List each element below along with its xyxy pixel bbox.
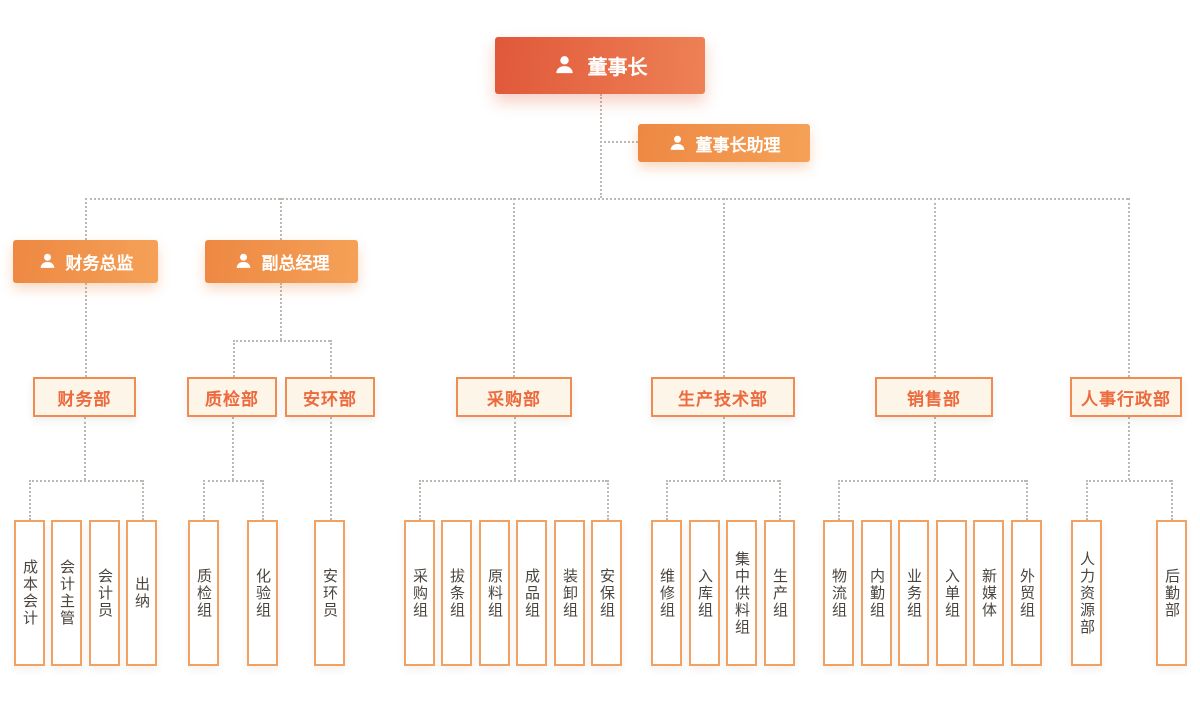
connector-production-teams-rail	[666, 480, 779, 482]
node-dept-finance[interactable]: 财务部	[33, 377, 136, 417]
connector-drop-sales	[934, 198, 936, 377]
node-team-cashier[interactable]: 出纳	[126, 520, 157, 666]
node-team-human-resources[interactable]: 人力资源部	[1071, 520, 1102, 666]
node-team-warehousing[interactable]: 入库组	[689, 520, 720, 666]
connector-sales-team-right	[1026, 480, 1028, 520]
node-team-loading[interactable]: 装卸组	[554, 520, 585, 666]
connector-production-team-right	[779, 480, 781, 520]
node-dept-purchasing[interactable]: 采购部	[456, 377, 572, 417]
connector-drop-quality-dept	[233, 340, 235, 377]
connector-quality-teams-rail	[203, 480, 262, 482]
node-team-central-feeding[interactable]: 集中供料组	[726, 520, 757, 666]
node-team-production[interactable]: 生产组	[764, 520, 795, 666]
connector-hr-team-left	[1086, 480, 1088, 520]
connector-safety-dept-trunk	[330, 417, 332, 520]
node-dept-sales[interactable]: 销售部	[875, 377, 993, 417]
connector-finance-team-right	[142, 480, 144, 520]
node-team-quality-inspection[interactable]: 质检组	[188, 520, 219, 666]
node-finance-director[interactable]: 财务总监	[13, 240, 158, 283]
connector-purchasing-dept-trunk	[514, 417, 516, 480]
connector-quality-team-left	[203, 480, 205, 520]
person-icon	[234, 252, 253, 271]
connector-hr-team-right	[1171, 480, 1173, 520]
connector-chairman-trunk	[600, 94, 602, 198]
connector-drop-finance-director	[85, 198, 87, 240]
connector-drop-purchasing	[513, 198, 515, 377]
connector-drop-deputy-gm	[280, 198, 282, 240]
connector-sales-teams-rail	[838, 480, 1026, 482]
connector-purchasing-teams-rail	[419, 480, 607, 482]
person-icon	[38, 252, 57, 271]
node-team-cost-accounting[interactable]: 成本会计	[14, 520, 45, 666]
connector-quality-team-right	[262, 480, 264, 520]
node-dept-production[interactable]: 生产技术部	[651, 377, 795, 417]
node-team-new-media[interactable]: 新媒体	[973, 520, 1004, 666]
node-team-drawing[interactable]: 拔条组	[441, 520, 472, 666]
node-team-safety-officer[interactable]: 安环员	[314, 520, 345, 666]
node-team-internal-affairs[interactable]: 内勤组	[861, 520, 892, 666]
connector-main-rail	[85, 198, 1128, 200]
node-team-foreign-trade[interactable]: 外贸组	[1011, 520, 1042, 666]
node-team-raw-material[interactable]: 原料组	[479, 520, 510, 666]
node-team-logistics-support[interactable]: 后勤部	[1156, 520, 1187, 666]
connector-finance-teams-rail	[29, 480, 142, 482]
connector-deputy-gm-rail	[233, 340, 330, 342]
node-dept-hr-admin[interactable]: 人事行政部	[1070, 377, 1182, 417]
node-team-business[interactable]: 业务组	[898, 520, 929, 666]
connector-finance-dept-trunk	[84, 417, 86, 480]
connector-hr-teams-rail	[1086, 480, 1171, 482]
node-team-accountant[interactable]: 会计员	[89, 520, 120, 666]
connector-sales-team-left	[838, 480, 840, 520]
node-label: 财务总监	[65, 254, 134, 273]
node-team-order-entry[interactable]: 入单组	[936, 520, 967, 666]
node-team-logistics[interactable]: 物流组	[823, 520, 854, 666]
node-team-lab-testing[interactable]: 化验组	[247, 520, 278, 666]
node-deputy-general-manager[interactable]: 副总经理	[205, 240, 358, 283]
connector-drop-safety-dept	[330, 340, 332, 377]
node-dept-safety[interactable]: 安环部	[285, 377, 375, 417]
connector-assistant-branch	[600, 141, 638, 143]
connector-purchasing-team-right	[607, 480, 609, 520]
connector-sales-dept-trunk	[934, 417, 936, 480]
person-icon	[553, 54, 576, 77]
node-chairman[interactable]: 董事长	[495, 37, 705, 94]
connector-drop-hr-admin	[1128, 198, 1130, 377]
connector-finance-team-left	[29, 480, 31, 520]
connector-drop-production	[723, 198, 725, 377]
node-chairman-assistant[interactable]: 董事长助理	[638, 124, 810, 162]
node-team-purchasing[interactable]: 采购组	[404, 520, 435, 666]
node-label: 董事长	[587, 57, 648, 79]
connector-deputy-gm-trunk	[280, 283, 282, 340]
node-team-finished-goods[interactable]: 成品组	[516, 520, 547, 666]
connector-finance-director-to-dept	[85, 283, 87, 377]
connector-production-dept-trunk	[723, 417, 725, 480]
person-icon	[668, 134, 687, 153]
node-team-maintenance[interactable]: 维修组	[651, 520, 682, 666]
node-label: 副总经理	[261, 254, 330, 273]
connector-quality-dept-trunk	[232, 417, 234, 480]
node-label: 董事长助理	[695, 135, 781, 155]
node-team-accounting-supervisor[interactable]: 会计主管	[51, 520, 82, 666]
node-dept-quality[interactable]: 质检部	[187, 377, 277, 417]
node-team-security[interactable]: 安保组	[591, 520, 622, 666]
connector-hr-dept-trunk	[1128, 417, 1130, 480]
connector-purchasing-team-left	[419, 480, 421, 520]
connector-production-team-left	[666, 480, 668, 520]
